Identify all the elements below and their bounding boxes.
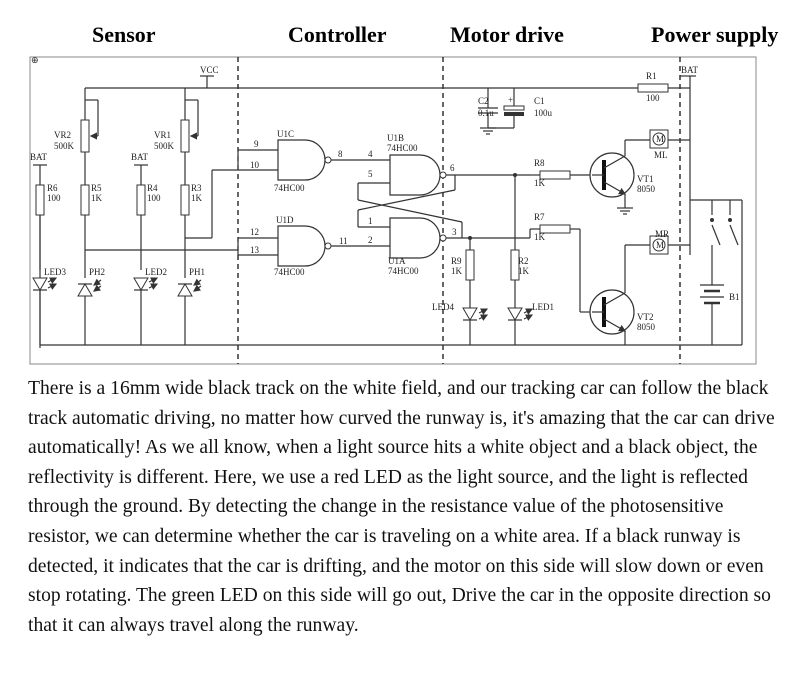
r1-value: 100 [646,93,660,103]
vt2-label: VT2 [637,312,654,322]
u1d-label: U1D [276,215,294,225]
led2-label: LED2 [145,267,167,277]
ml-motor-symbol: M [656,134,664,144]
led2-diode [133,277,149,291]
circuit-schematic: ⊕ VCC VR2 500K VR1 500K BAT BAT R6 100 R… [29,55,757,365]
r5-value: 1K [91,193,103,203]
mr-label: MR [655,229,669,239]
ph2-label: PH2 [89,267,105,277]
u1c-pin-8: 8 [338,149,343,159]
c1-value: 100u [534,108,553,118]
ml-label: ML [654,150,668,160]
r4-label: R4 [147,183,158,193]
u1a-pin-1: 1 [368,216,373,226]
r5-resistor [80,184,90,216]
r7-label: R7 [534,212,545,222]
u1d-pin-13: 13 [250,245,260,255]
r5-label: R5 [91,183,102,193]
vr2-value: 500K [54,141,75,151]
u1a-nand-gate [389,217,441,259]
power-supply-section-title: Power supply [651,22,779,47]
r2-value: 1K [518,266,530,276]
schematic-frame [29,56,757,365]
u1b-nand-gate [389,154,441,196]
power-switch [711,224,721,246]
ph1-label: PH1 [189,267,205,277]
u1b-pin-5: 5 [368,169,373,179]
u1c-nand-gate [277,139,326,181]
r1-label: R1 [646,71,657,81]
u1b-ic: 74HC00 [387,143,418,153]
vr2-label: VR2 [54,130,71,140]
r2-label: R2 [518,256,529,266]
vr1-value: 500K [154,141,175,151]
r7-value: 1K [534,232,546,242]
u1c-pin-10: 10 [250,160,260,170]
led4-label: LED4 [432,302,454,312]
mr-motor-symbol: M [656,240,664,250]
b1-label: B1 [729,292,740,302]
r6-value: 100 [47,193,61,203]
led1-label: LED1 [532,302,554,312]
section-header: Sensor Controller Motor drive Power supp… [0,0,800,52]
u1a-ic: 74HC00 [388,266,419,276]
u1d-pin-12: 12 [250,227,259,237]
r6-label: R6 [47,183,58,193]
bat-label-right: BAT [681,65,699,75]
u1d-ic: 74HC00 [274,267,305,277]
led3-diode [32,277,48,291]
vt2-type: 8050 [637,322,656,332]
led4-diode [462,307,478,321]
u1d-pin-11: 11 [339,236,348,246]
r4-resistor [136,184,146,216]
vr1-potentiometer [180,119,190,153]
description-text: There is a 16mm wide black track on the … [28,378,775,636]
led3-label: LED3 [44,267,66,277]
r3-value: 1K [191,193,203,203]
u1b-pin-6: 6 [450,163,455,173]
u1c-label: U1C [277,129,294,139]
vt1-type: 8050 [637,184,656,194]
u1b-pin-4: 4 [368,149,373,159]
led1-diode [507,307,523,321]
u1c-ic: 74HC00 [274,183,305,193]
motor-drive-section-title: Motor drive [450,22,564,47]
r9-resistor [465,249,475,281]
bat-label-mid: BAT [131,152,149,162]
ph1-photodiode [177,283,193,297]
r3-label: R3 [191,183,202,193]
u1a-label: U1A [388,256,406,266]
r6-resistor [35,184,45,216]
u1a-pin-3: 3 [452,227,457,237]
vcc-label: VCC [200,65,219,75]
sensor-section-title: Sensor [92,22,156,47]
c2-value: 0.1u [478,108,494,118]
ph2-photodiode [77,283,93,297]
svg-text:+: + [508,95,513,105]
vr1-label: VR1 [154,130,171,140]
r8-value: 1K [534,178,546,188]
frame-anchor-mark: ⊕ [31,55,39,65]
r8-label: R8 [534,158,545,168]
c1-label: C1 [534,96,545,106]
vt1-label: VT1 [637,174,654,184]
r4-value: 100 [147,193,161,203]
r9-label: R9 [451,256,462,266]
vt2-transistor [589,289,635,335]
r3-resistor [180,184,190,216]
r1-resistor [637,83,669,93]
r9-value: 1K [451,266,463,276]
u1a-pin-2: 2 [368,235,373,245]
bat-label-left: BAT [30,152,48,162]
u1d-nand-gate [277,225,326,267]
u1b-label: U1B [387,133,404,143]
vt1-transistor [589,152,635,198]
vr2-potentiometer [80,119,90,153]
c1-capacitor [503,105,525,111]
c2-label: C2 [478,96,489,106]
u1c-pin-9: 9 [254,139,259,149]
controller-section-title: Controller [288,22,387,47]
